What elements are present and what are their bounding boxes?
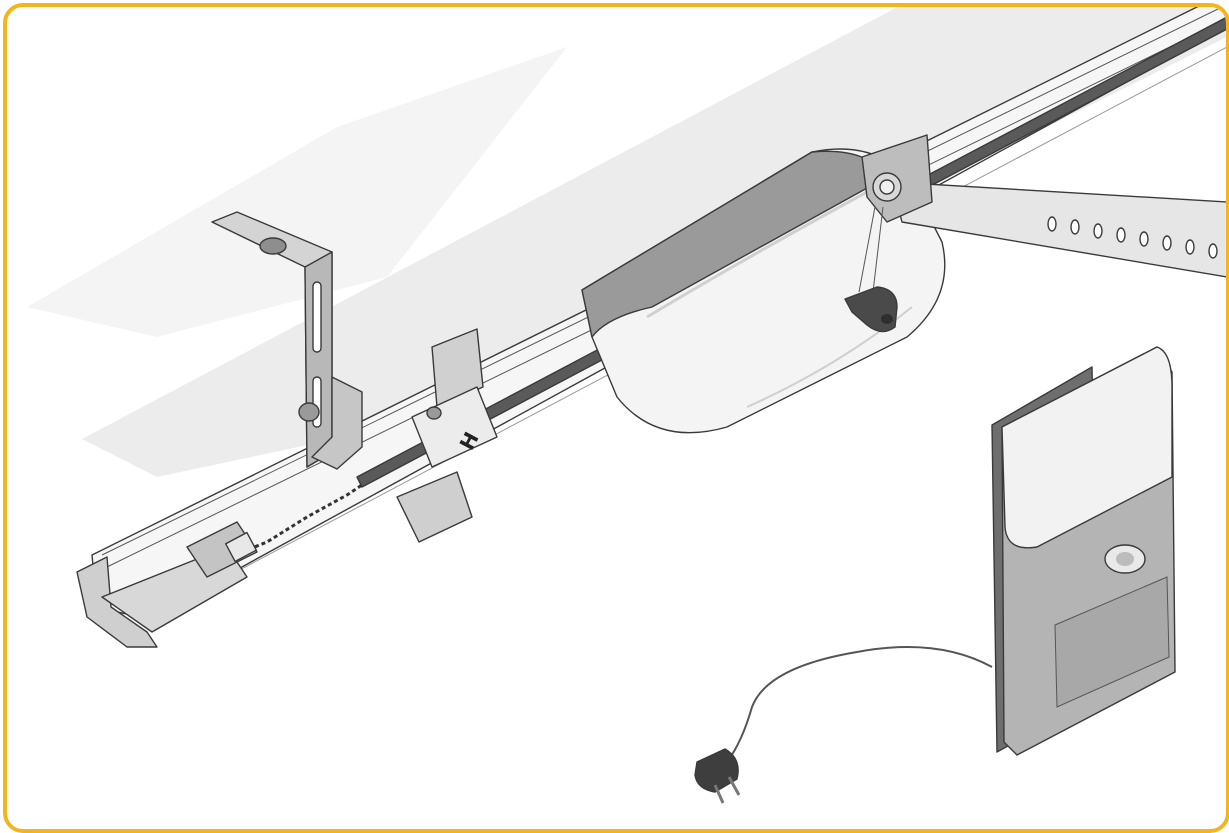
garage-door-opener-illustration: H xyxy=(27,7,1226,804)
emergency-release-cord xyxy=(844,206,898,333)
diagram-frame: H xyxy=(3,3,1229,833)
ceiling-bracket xyxy=(211,211,363,470)
ceiling-shadow xyxy=(27,7,1226,477)
power-cable xyxy=(726,646,993,763)
power-plug xyxy=(694,748,741,804)
door-connecting-arm xyxy=(861,134,1226,278)
control-unit xyxy=(991,346,1176,756)
rail-clamp-bracket: H xyxy=(396,328,498,543)
